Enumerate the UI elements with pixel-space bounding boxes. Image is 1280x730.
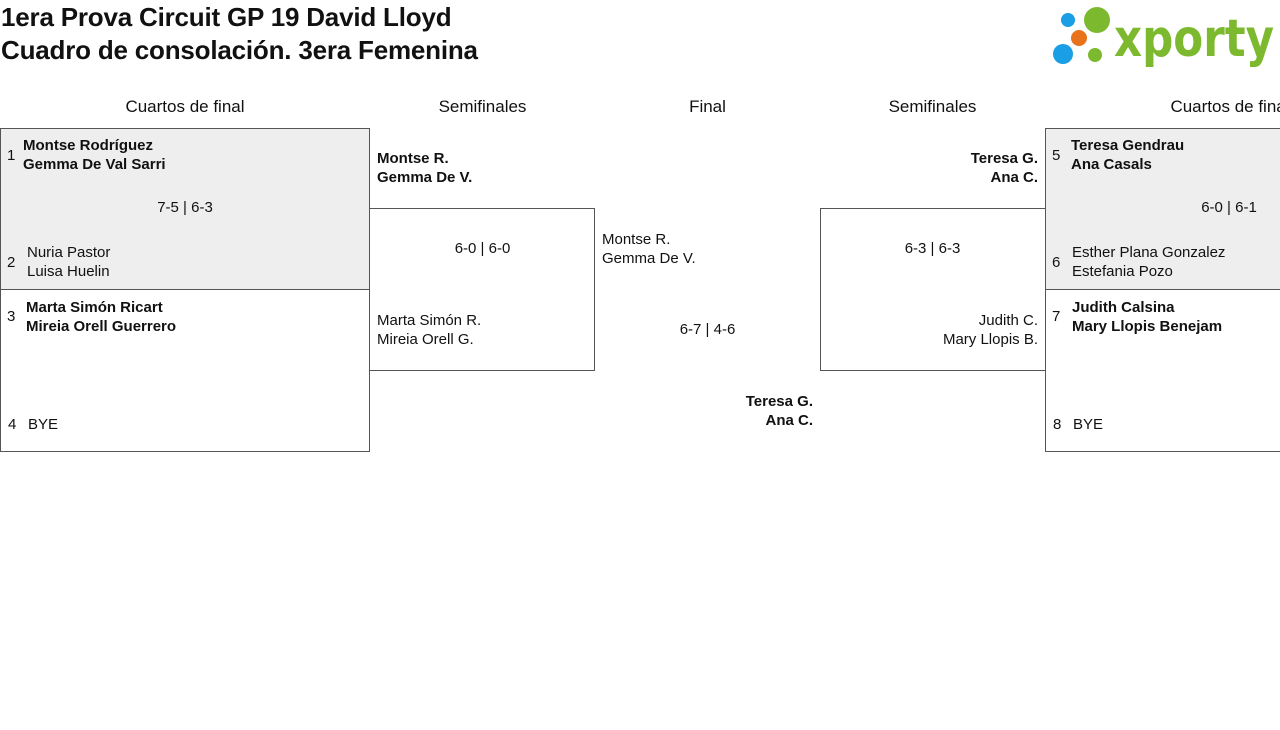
seed-number: 4 <box>8 416 17 433</box>
player-name[interactable]: Gemma De Val Sarri <box>23 156 166 173</box>
player-name[interactable]: Teresa Gendrau <box>1071 137 1185 154</box>
player-name[interactable]: Mireia Orell Guerrero <box>26 318 177 335</box>
seed-number: 3 <box>7 308 16 325</box>
player-name[interactable]: Teresa G. <box>745 393 813 410</box>
match-box-qf3 <box>1045 128 1280 290</box>
seed-number: 8 <box>1053 416 1062 433</box>
seed-number: 1 <box>7 147 16 164</box>
round-header-final: Final <box>689 97 726 116</box>
player-name[interactable]: Mary Llopis Benejam <box>1072 318 1223 335</box>
match-score: 6-3 | 6-3 <box>904 240 961 257</box>
player-name[interactable]: Nuria Pastor <box>27 244 111 261</box>
seed-number: 6 <box>1052 254 1061 271</box>
player-name[interactable]: Judith C. <box>978 312 1038 329</box>
player-name[interactable]: Marta Simón Ricart <box>26 299 163 316</box>
round-header-quarterfinals-right: Cuartos de final <box>1170 97 1280 116</box>
match-score: 6-7 | 4-6 <box>679 321 736 338</box>
match-box-sf-left <box>369 208 595 371</box>
player-name[interactable]: Ana Casals <box>1071 156 1152 173</box>
player-name[interactable]: Teresa G. <box>970 150 1038 167</box>
player-name[interactable]: Judith Calsina <box>1072 299 1175 316</box>
match-box-qf4 <box>1045 289 1280 452</box>
player-name[interactable]: Mireia Orell G. <box>377 331 474 348</box>
player-name[interactable]: Gemma De V. <box>377 169 473 186</box>
round-header-quarterfinals-left: Cuartos de final <box>125 97 245 116</box>
match-score: 6-0 | 6-1 <box>1201 199 1257 216</box>
player-name[interactable]: Marta Simón R. <box>377 312 482 329</box>
player-name[interactable]: Estefania Pozo <box>1072 263 1173 280</box>
player-name[interactable]: Esther Plana Gonzalez <box>1072 244 1226 261</box>
round-header-semifinals-right: Semifinales <box>888 97 977 116</box>
round-header-semifinals-left: Semifinales <box>438 97 527 116</box>
player-name[interactable]: Gemma De V. <box>602 250 696 267</box>
page-subtitle: Cuadro de consolación. 3era Femenina <box>1 35 478 65</box>
page-title: 1era Prova Circuit GP 19 David Lloyd <box>1 2 452 32</box>
match-score: 7-5 | 6-3 <box>157 199 213 216</box>
player-name[interactable]: Ana C. <box>765 412 813 429</box>
player-name[interactable]: Montse R. <box>377 150 449 167</box>
match-box-qf1 <box>0 128 370 290</box>
seed-number: 5 <box>1052 147 1061 164</box>
player-name[interactable]: Montse Rodríguez <box>23 137 153 154</box>
logo-text: xporty <box>1114 9 1274 68</box>
player-name[interactable]: BYE <box>28 416 59 433</box>
seed-number: 2 <box>7 254 16 271</box>
player-name[interactable]: Luisa Huelin <box>27 263 110 280</box>
match-score: 6-0 | 6-0 <box>454 240 511 257</box>
seed-number: 7 <box>1052 308 1061 325</box>
player-name[interactable]: Montse R. <box>602 231 671 248</box>
player-name[interactable]: BYE <box>1073 416 1104 433</box>
xporty-logo[interactable]: xporty <box>1050 4 1276 68</box>
player-name[interactable]: Mary Llopis B. <box>942 331 1038 348</box>
player-name[interactable]: Ana C. <box>990 169 1038 186</box>
